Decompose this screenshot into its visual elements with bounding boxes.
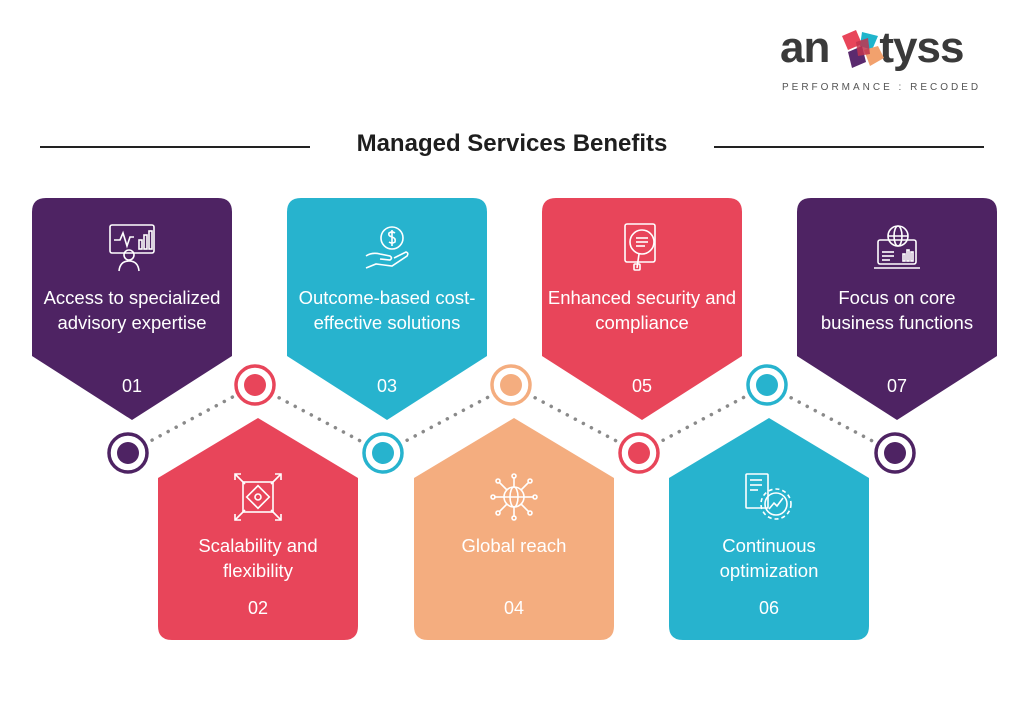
advisor-presentation-icon	[109, 224, 155, 272]
benefit-number: 05	[631, 376, 653, 396]
title-rule-left	[40, 146, 310, 148]
logo-text-right: tyss	[879, 23, 964, 72]
hand-dollar-coin-icon	[365, 226, 409, 269]
node-03	[362, 432, 404, 474]
document-magnifier-icon	[624, 223, 656, 271]
laptop-globe-analytics-icon	[874, 225, 920, 269]
node-04	[490, 364, 532, 406]
title-rule-right	[714, 146, 984, 148]
card-shape	[669, 418, 869, 640]
benefit-label: Continuous optimization	[719, 535, 819, 581]
benefit-label: Scalability and flexibility	[198, 535, 318, 581]
node-07	[874, 432, 916, 474]
benefit-number: 02	[247, 598, 269, 618]
node-05	[618, 432, 660, 474]
benefit-number: 07	[886, 376, 908, 396]
benefit-label: Enhanced security and compliance	[547, 287, 737, 333]
benefit-label: Focus on core business functions	[820, 287, 974, 333]
card-shape	[797, 198, 997, 420]
card-shape	[414, 418, 614, 640]
node-01	[107, 432, 149, 474]
logo-cube-mark-icon	[842, 30, 884, 68]
benefit-number: 01	[121, 376, 143, 396]
card-shape	[32, 198, 232, 420]
benefit-number: 03	[376, 376, 398, 396]
benefit-label: Access to specialized advisory expertise	[43, 287, 221, 333]
benefit-label: Outcome-based cost-effective solutions	[298, 287, 476, 333]
gear-document-chart-icon	[745, 473, 792, 520]
scalability-arrows-icon	[234, 473, 282, 521]
card-shape	[158, 418, 358, 640]
global-network-icon	[490, 473, 538, 521]
benefit-number: 04	[503, 598, 525, 618]
logo-text-left: an	[780, 23, 830, 72]
page-title: Managed Services Benefits	[40, 130, 984, 158]
card-shape	[287, 198, 487, 420]
dotted-path	[126, 383, 897, 455]
benefit-number: 06	[758, 598, 780, 618]
node-02	[234, 364, 276, 406]
benefit-label: Global reach	[461, 535, 567, 556]
card-shape	[542, 198, 742, 420]
node-06	[746, 364, 788, 406]
logo-tagline: PERFORMANCE : RECODED	[782, 82, 982, 93]
title-row: Managed Services Benefits	[40, 126, 984, 166]
